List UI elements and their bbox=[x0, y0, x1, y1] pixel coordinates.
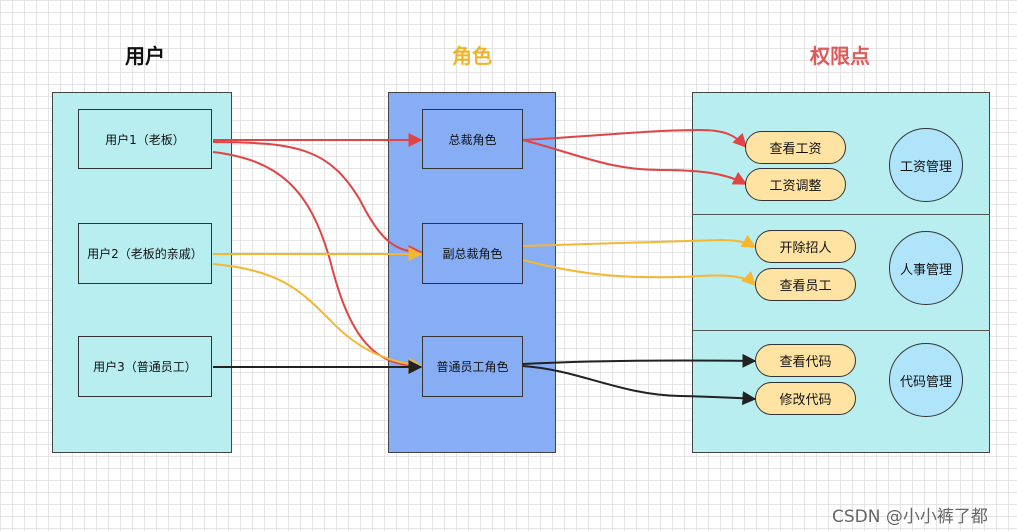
group-salary-management: 工资管理 bbox=[889, 128, 963, 202]
watermark: CSDN @小小裤了都 bbox=[832, 507, 988, 527]
edge-president-view-salary bbox=[522, 128, 747, 149]
permission-view-code: 查看代码 bbox=[755, 344, 856, 377]
permission-hire-fire: 开除招人 bbox=[755, 230, 856, 263]
roles-heading: 角色 bbox=[452, 44, 492, 68]
edge-employee-view-code bbox=[522, 353, 757, 368]
permissions-divider-1 bbox=[692, 214, 990, 215]
roles-panel bbox=[388, 92, 556, 453]
group-hr-management: 人事管理 bbox=[889, 231, 963, 305]
edge-vice-view-staff bbox=[522, 259, 756, 286]
permission-modify-code: 修改代码 bbox=[755, 382, 856, 415]
user-box-1: 用户1（老板） bbox=[78, 109, 212, 169]
edge-president-adjust-salary bbox=[522, 139, 748, 185]
permission-view-salary: 查看工资 bbox=[745, 131, 846, 164]
edge-employee-modify-code bbox=[522, 365, 757, 406]
role-box-president: 总裁角色 bbox=[422, 109, 523, 169]
permission-view-staff: 查看员工 bbox=[755, 268, 856, 301]
role-box-employee: 普通员工角色 bbox=[422, 336, 523, 397]
edge-user1-employee bbox=[212, 151, 423, 373]
role-box-vice-president: 副总裁角色 bbox=[422, 223, 523, 284]
permissions-divider-2 bbox=[692, 330, 990, 331]
edge-user2-employee bbox=[212, 263, 423, 372]
users-panel bbox=[52, 92, 232, 453]
users-heading: 用户 bbox=[125, 44, 165, 68]
edge-user1-vice bbox=[212, 141, 423, 259]
edge-vice-hire-fire bbox=[522, 234, 757, 248]
user-box-3: 用户3（普通员工） bbox=[78, 336, 212, 397]
user-box-2: 用户2（老板的亲戚） bbox=[78, 223, 212, 284]
permission-adjust-salary: 工资调整 bbox=[745, 168, 846, 201]
group-code-management: 代码管理 bbox=[889, 343, 963, 417]
permissions-heading: 权限点 bbox=[810, 44, 870, 68]
